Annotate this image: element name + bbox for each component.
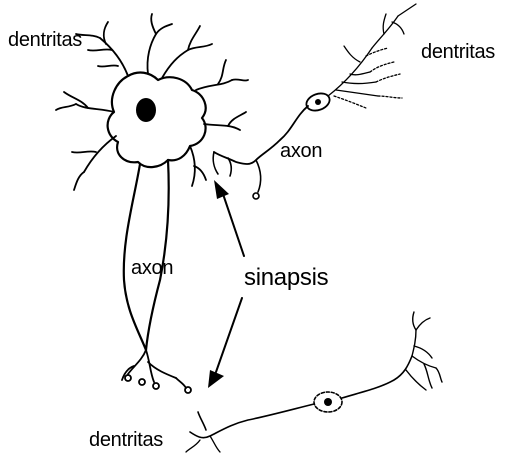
nucleus-1 [136, 98, 156, 122]
axon-terminals-1 [122, 350, 191, 393]
synapse-arrows [208, 180, 244, 388]
axon-3-right [342, 356, 412, 398]
axon-3-left [190, 404, 314, 438]
label-axon-left: axon [131, 258, 173, 278]
neuron-3 [186, 312, 442, 452]
neuron-1 [56, 14, 248, 393]
label-dendrites-top-left: dentritas [8, 30, 82, 50]
dendrites-3 [406, 312, 442, 390]
cell-body-1 [108, 73, 206, 168]
arrow-down-head [208, 370, 224, 388]
neuron-2 [213, 4, 416, 199]
arrow-up-head [214, 180, 229, 199]
arrow-down-line [216, 298, 242, 372]
label-dendrites-bottom: dentritas [89, 430, 163, 450]
label-synapse: sinapsis [244, 266, 328, 290]
arrow-up-line [223, 194, 244, 256]
label-axon-right: axon [280, 141, 322, 161]
label-dendrites-top-right: dentritas [421, 42, 495, 62]
dendrites-2 [328, 4, 416, 108]
